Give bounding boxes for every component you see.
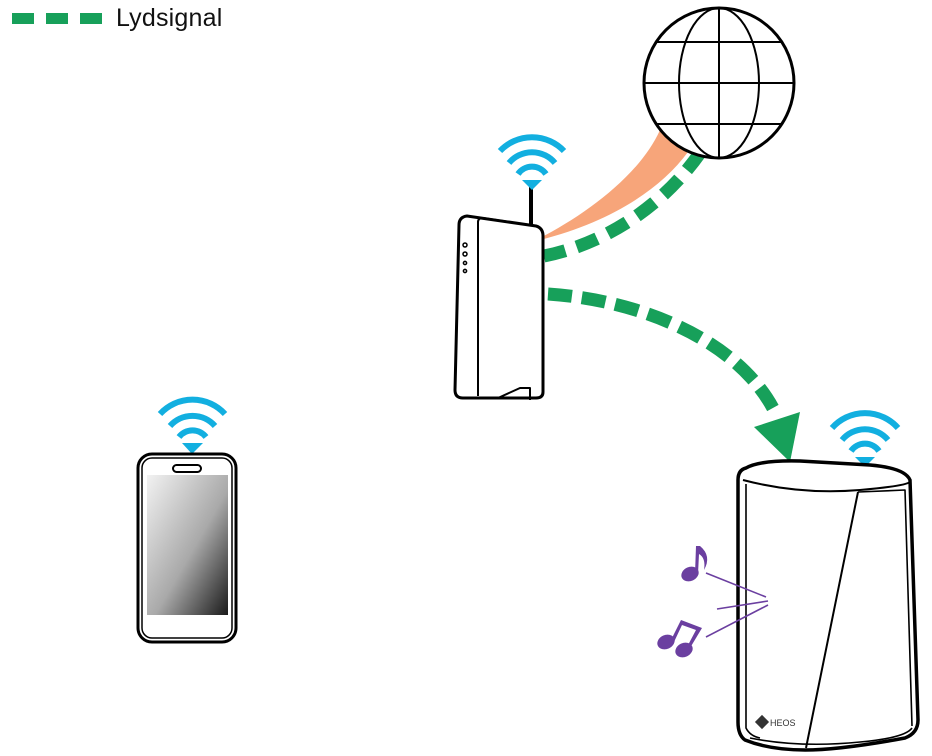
speaker-icon xyxy=(736,459,920,752)
internet-link xyxy=(540,130,688,240)
audio-signal-globe-router xyxy=(542,149,706,263)
heos-logo: HEOS xyxy=(754,714,796,730)
globe-icon xyxy=(642,6,796,160)
arrow-icon xyxy=(754,412,800,462)
sound-waves xyxy=(705,572,769,638)
legend-dash xyxy=(80,12,102,24)
wifi-icon xyxy=(497,134,567,190)
audio-signal-router-speaker xyxy=(547,287,782,417)
legend-dash xyxy=(46,12,68,24)
phone-icon xyxy=(136,452,238,644)
legend-label: Lydsignal xyxy=(116,3,223,32)
wifi-icon xyxy=(157,396,228,454)
legend-dash xyxy=(12,12,34,24)
music-note-icon xyxy=(657,620,702,658)
music-note-icon xyxy=(681,546,708,582)
wifi-icon xyxy=(829,410,901,467)
router-icon xyxy=(453,186,545,400)
heos-label: HEOS xyxy=(770,718,796,728)
legend: Lydsignal xyxy=(12,2,223,34)
